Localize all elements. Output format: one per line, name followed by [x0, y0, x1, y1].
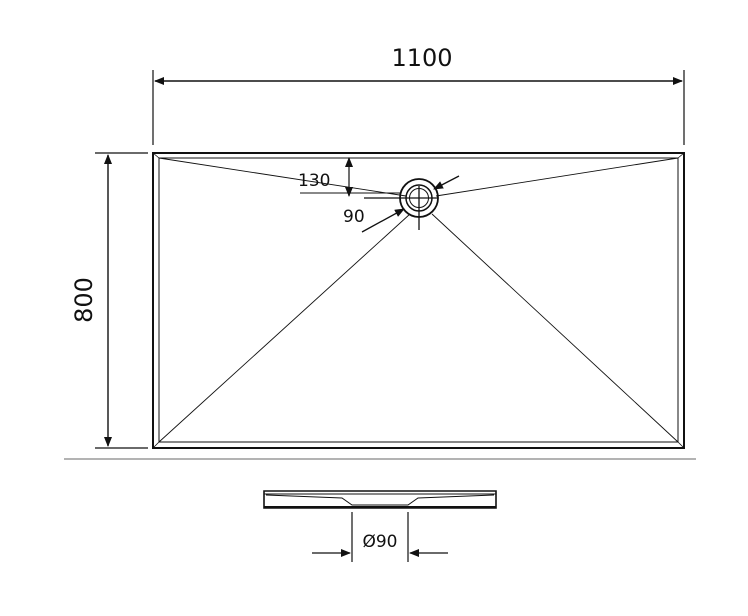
- drain-size-dimension: [361, 175, 460, 233]
- width-label: 1100: [391, 44, 452, 72]
- slope-line-bottom-right: [431, 213, 679, 443]
- section-slope: [265, 494, 495, 506]
- drain: [364, 178, 439, 230]
- depth-dimension: [95, 152, 148, 449]
- slope-line-bottom-left: [158, 213, 411, 443]
- slope-line-top-right: [435, 157, 679, 197]
- corner-bevel-tr: [677, 152, 685, 159]
- drain-diameter-dimension: [312, 512, 448, 562]
- tray-outer-outline: [152, 152, 685, 449]
- corner-bevel-tl: [152, 152, 160, 159]
- corner-bevel-br: [677, 441, 685, 449]
- slope-line-top-left: [158, 157, 407, 197]
- depth-label: 800: [70, 277, 98, 323]
- corner-bevel-bl: [152, 441, 160, 449]
- tray-inner-outline: [158, 157, 679, 443]
- section-view: [263, 490, 497, 509]
- drain-size-label: 90: [343, 207, 365, 227]
- plan-view: [152, 152, 685, 449]
- drain-diameter-label: Ø90: [362, 532, 397, 552]
- drain-offset-dimension: [300, 157, 400, 197]
- drain-offset-label: 130: [298, 171, 330, 191]
- width-dimension: [152, 70, 685, 145]
